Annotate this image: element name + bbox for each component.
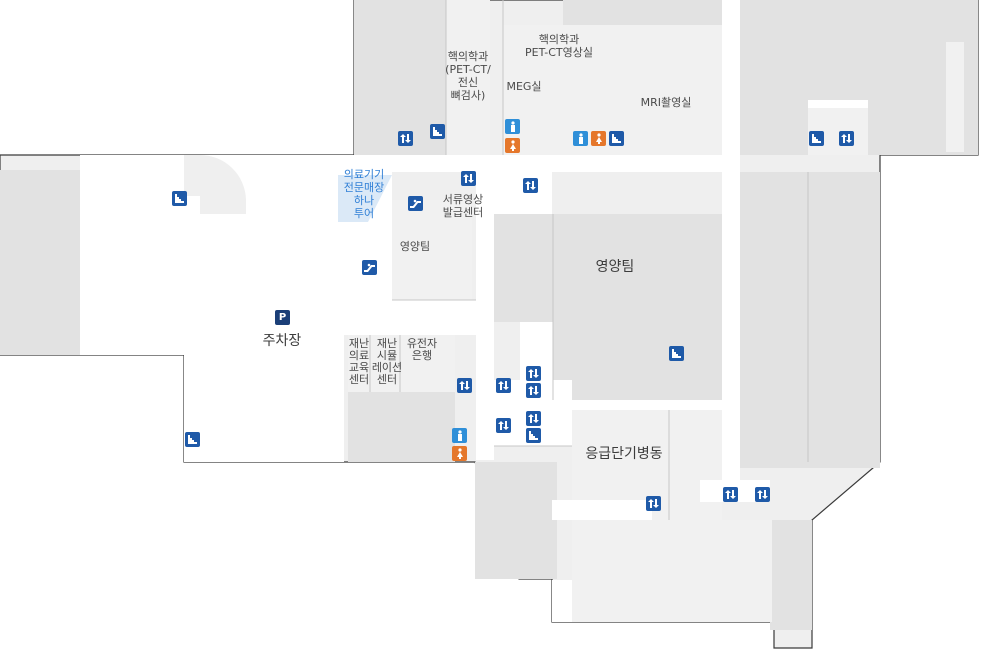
- label-parking: 주차장: [262, 333, 302, 349]
- stairs-icon: [809, 131, 824, 146]
- elevator-icon: [526, 366, 541, 381]
- label-records-center: 서류영상 발급센터: [442, 193, 484, 219]
- escalator-icon: [408, 196, 423, 211]
- stairs-icon: [609, 131, 624, 146]
- stairs-icon: [185, 432, 200, 447]
- elevator-icon: [526, 383, 541, 398]
- stairs-icon: [430, 124, 445, 139]
- elevator-icon: [457, 378, 472, 393]
- restroom-female-icon: [591, 131, 606, 146]
- label-meg: MEG실: [506, 80, 542, 93]
- room-blocks: [0, 0, 978, 630]
- restroom-male-icon: [505, 119, 520, 134]
- elevator-icon: [526, 411, 541, 426]
- label-nuclear-pet: 핵의학과 (PET-CT/ 전신 뼈검사): [445, 50, 491, 102]
- stairs-icon: [669, 346, 684, 361]
- elevator-icon: [496, 378, 511, 393]
- elevator-icon: [398, 131, 413, 146]
- escalator-icon: [362, 260, 377, 275]
- label-mri: MRI촬영실: [640, 96, 692, 109]
- label-nuclear-petct-room: 핵의학과 PET-CT영상실: [524, 33, 594, 59]
- parking-curve: [184, 155, 246, 214]
- parking-icon: P: [275, 310, 290, 325]
- label-medical-device-shop: 의료기기 전문매장 하나 투어: [343, 168, 385, 220]
- elevator-icon: [755, 487, 770, 502]
- elevator-icon: [523, 178, 538, 193]
- label-gene-bank: 유전자 은행: [406, 337, 438, 362]
- elevator-icon: [496, 418, 511, 433]
- elevator-icon: [723, 487, 738, 502]
- stairs-icon: [526, 428, 541, 443]
- restroom-male-icon: [573, 131, 588, 146]
- label-nutrition-team: 영양팀: [595, 259, 635, 275]
- restroom-male-icon: [452, 428, 467, 443]
- restroom-female-icon: [505, 138, 520, 153]
- elevator-icon: [461, 171, 476, 186]
- label-emergency-ward: 응급단기병동: [585, 446, 663, 462]
- walls: [369, 0, 809, 520]
- stairs-icon: [172, 191, 187, 206]
- elevator-icon: [646, 496, 661, 511]
- shop-accent: [338, 175, 392, 222]
- label-nutrition-small: 영양팀: [399, 240, 431, 253]
- elevator-icon: [839, 131, 854, 146]
- label-disaster-sim: 재난 시뮬 레이션 센터: [371, 337, 403, 386]
- restroom-female-icon: [452, 446, 467, 461]
- label-disaster-edu: 재난 의료 교육 센터: [348, 337, 370, 386]
